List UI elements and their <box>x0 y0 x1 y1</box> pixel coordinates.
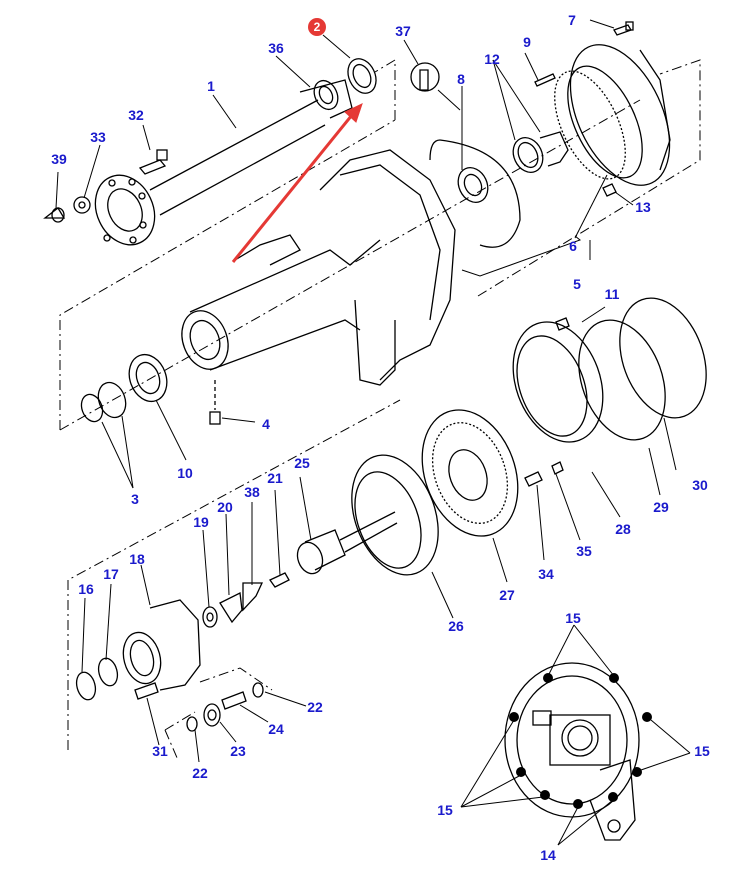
callout-11[interactable]: 11 <box>604 286 620 302</box>
callout-34[interactable]: 34 <box>538 566 554 582</box>
callout-16[interactable]: 16 <box>78 581 94 597</box>
part-circlip-17 <box>97 657 119 687</box>
callout-39[interactable]: 39 <box>51 151 67 167</box>
callout-36[interactable]: 36 <box>268 40 284 56</box>
callout-19[interactable]: 19 <box>193 514 209 530</box>
callout-22-upper[interactable]: 22 <box>307 699 323 715</box>
part-nut-33 <box>73 196 91 214</box>
callout-12[interactable]: 12 <box>484 51 500 67</box>
part-screw-7 <box>613 21 634 36</box>
inset-bolts <box>509 673 652 809</box>
callout-35[interactable]: 35 <box>576 543 592 559</box>
part-snap-ring-16 <box>75 671 97 701</box>
part-cup-10 <box>128 353 168 403</box>
callout-26[interactable]: 26 <box>448 618 464 634</box>
part-ring-22-lower <box>186 716 198 732</box>
part-bolt-32 <box>138 149 168 175</box>
callout-6[interactable]: 6 <box>569 238 577 254</box>
highlight-arrow <box>231 103 363 263</box>
callout-20[interactable]: 20 <box>217 499 233 515</box>
part-bolt-34 <box>524 471 543 487</box>
part-pin-31 <box>134 682 159 700</box>
callout-15-top[interactable]: 15 <box>565 610 581 626</box>
callout-22-lower[interactable]: 22 <box>192 765 208 781</box>
part-bearing-3 <box>80 381 127 423</box>
part-ring-29 <box>578 319 666 441</box>
part-seal-36 <box>313 79 339 111</box>
part-bushing-35 <box>551 461 564 475</box>
callout-17[interactable]: 17 <box>103 566 119 582</box>
part-shaft-25 <box>296 511 398 575</box>
part-axle-shaft <box>94 79 353 246</box>
assembly-boundary-lines <box>59 59 701 761</box>
inset-brake-assembly <box>504 662 640 841</box>
part-bearing-12 <box>512 131 569 174</box>
part-plate-38 <box>242 582 264 612</box>
callout-4[interactable]: 4 <box>262 416 270 432</box>
callout-29[interactable]: 29 <box>653 499 669 515</box>
callout-5[interactable]: 5 <box>573 276 581 292</box>
part-plug-37 <box>410 62 440 92</box>
callout-24[interactable]: 24 <box>268 721 284 737</box>
callout-28[interactable]: 28 <box>615 521 631 537</box>
callout-31[interactable]: 31 <box>152 743 168 759</box>
callout-37[interactable]: 37 <box>395 23 411 39</box>
part-plug-4 <box>209 380 221 425</box>
callout-13[interactable]: 13 <box>635 199 651 215</box>
callout-2-highlighted-badge[interactable]: 2 <box>308 18 326 36</box>
callout-15-right[interactable]: 15 <box>694 743 710 759</box>
part-axle-housing <box>181 149 456 386</box>
callout-25[interactable]: 25 <box>294 455 310 471</box>
callout-3[interactable]: 3 <box>131 491 139 507</box>
callout-15-left[interactable]: 15 <box>437 802 453 818</box>
callout-18[interactable]: 18 <box>129 551 145 567</box>
part-pin-13 <box>602 183 617 197</box>
callout-27[interactable]: 27 <box>499 587 515 603</box>
leader-lines <box>55 19 691 846</box>
callout-10[interactable]: 10 <box>177 465 193 481</box>
part-roller-23 <box>203 703 221 727</box>
callout-30[interactable]: 30 <box>692 477 708 493</box>
callout-7[interactable]: 7 <box>568 12 576 28</box>
callout-9[interactable]: 9 <box>523 34 531 50</box>
part-plate-20 <box>219 592 243 624</box>
part-plate-28 <box>512 321 604 443</box>
callout-8[interactable]: 8 <box>457 71 465 87</box>
callout-23[interactable]: 23 <box>230 743 246 759</box>
part-pin-9 <box>534 73 556 87</box>
part-plate-26 <box>351 454 439 576</box>
callout-1[interactable]: 1 <box>207 78 215 94</box>
part-hub-18 <box>122 599 201 691</box>
part-bolt-21 <box>269 572 290 588</box>
part-seal-2 <box>347 58 377 94</box>
callout-32[interactable]: 32 <box>128 107 144 123</box>
part-ring-30 <box>619 297 707 419</box>
part-friction-disc-27 <box>421 409 519 537</box>
callout-38[interactable]: 38 <box>244 484 260 500</box>
callout-33[interactable]: 33 <box>90 129 106 145</box>
part-ring-22-upper <box>252 682 264 698</box>
part-oring-8 <box>429 139 521 248</box>
part-pin-24 <box>221 691 247 710</box>
part-washer-39 <box>43 207 66 223</box>
part-washer-19 <box>202 606 218 628</box>
part-ring-gear-6 <box>554 44 671 186</box>
part-pin-11 <box>555 317 570 331</box>
callout-21[interactable]: 21 <box>267 470 283 486</box>
callout-14[interactable]: 14 <box>540 847 556 863</box>
